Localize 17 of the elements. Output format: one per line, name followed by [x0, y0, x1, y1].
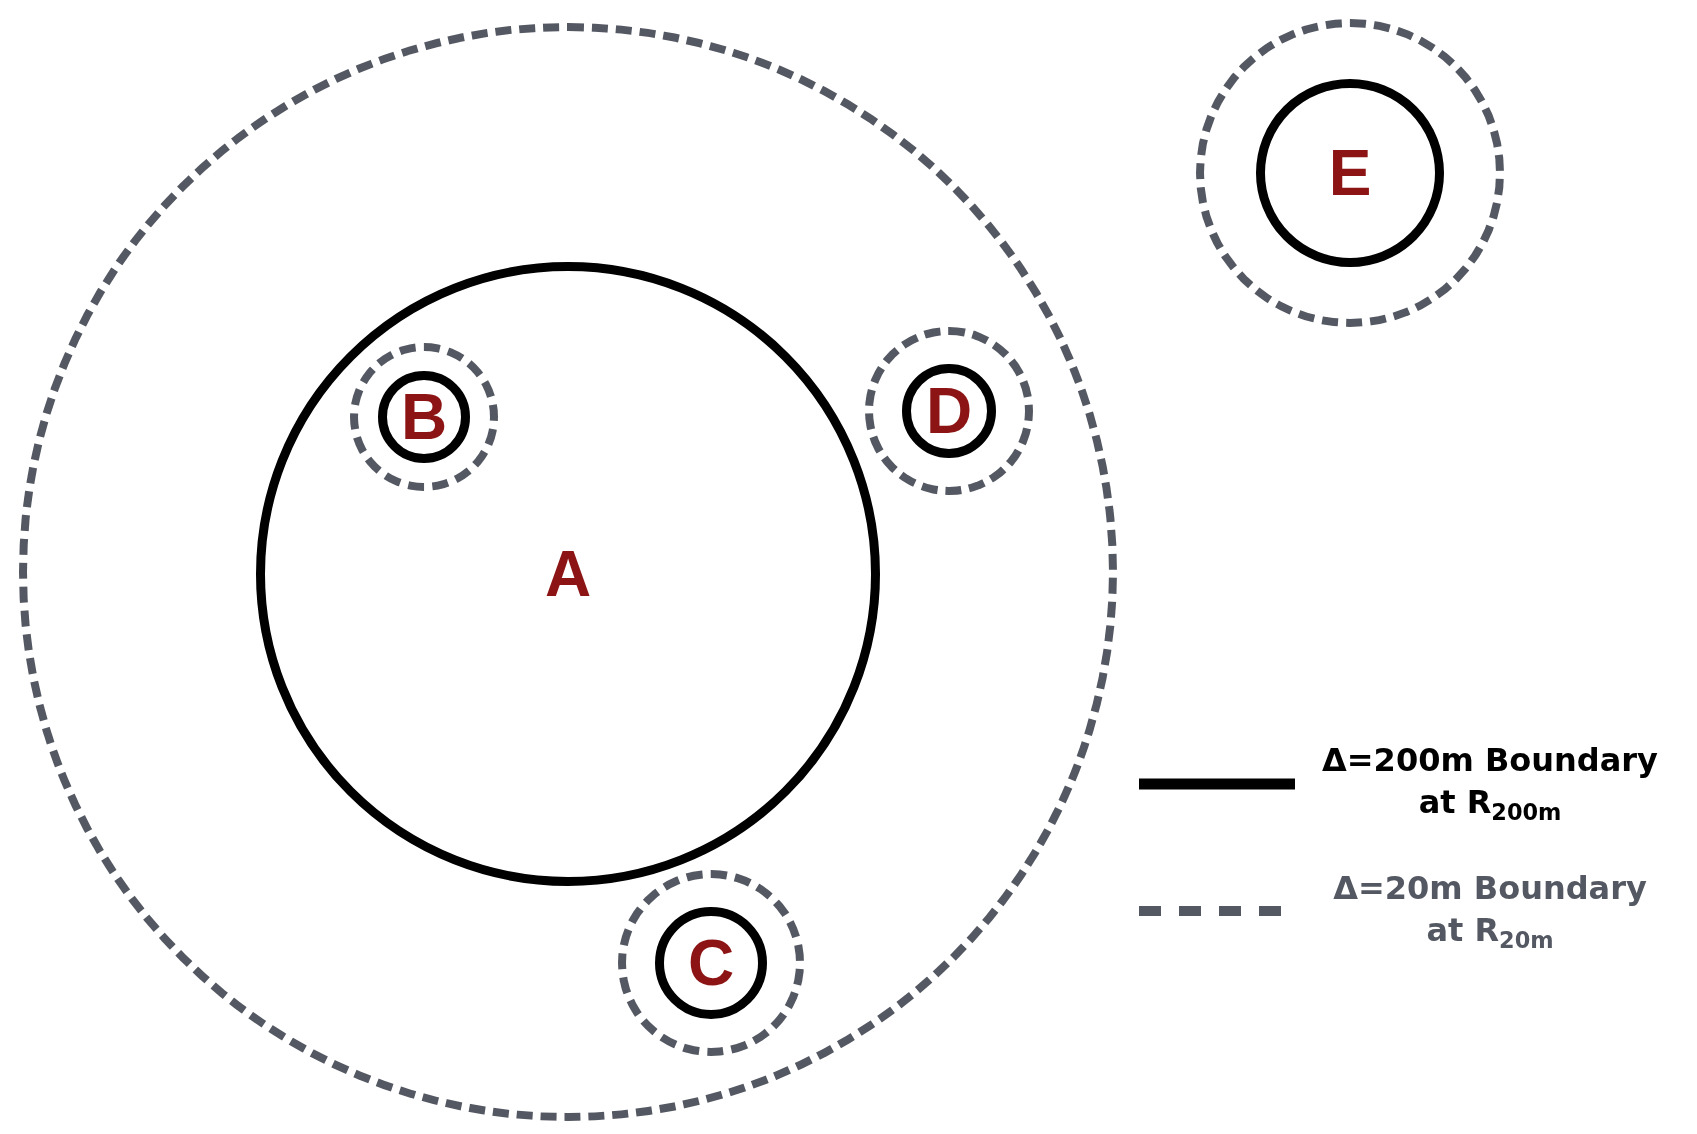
- circle-letter: A: [544, 542, 592, 606]
- solid-boundary-circle: [902, 364, 996, 458]
- dashed-boundary-circle: [865, 327, 1033, 495]
- dashed-boundary-circle: [618, 870, 804, 1056]
- circle-letter: E: [1328, 141, 1372, 205]
- solid-boundary-circle: [655, 907, 767, 1019]
- legend-text: Δ=20m Boundary at R$_{20m}$: [1332, 868, 1648, 955]
- solid-boundary-circle: [1256, 79, 1444, 267]
- dashed-boundary-circle: [19, 23, 1117, 1121]
- dashed-boundary-circle: [350, 343, 498, 491]
- solid-boundary-circle: [378, 371, 470, 463]
- legend-text: Δ=200m Boundary at R$_{200m}$: [1321, 740, 1659, 827]
- solid-boundary-circle: [256, 262, 880, 886]
- circle-letter: D: [925, 379, 973, 443]
- dashed-boundary-circle: [1196, 19, 1504, 327]
- circle-letter: B: [400, 385, 448, 449]
- circle-letter: C: [687, 931, 735, 995]
